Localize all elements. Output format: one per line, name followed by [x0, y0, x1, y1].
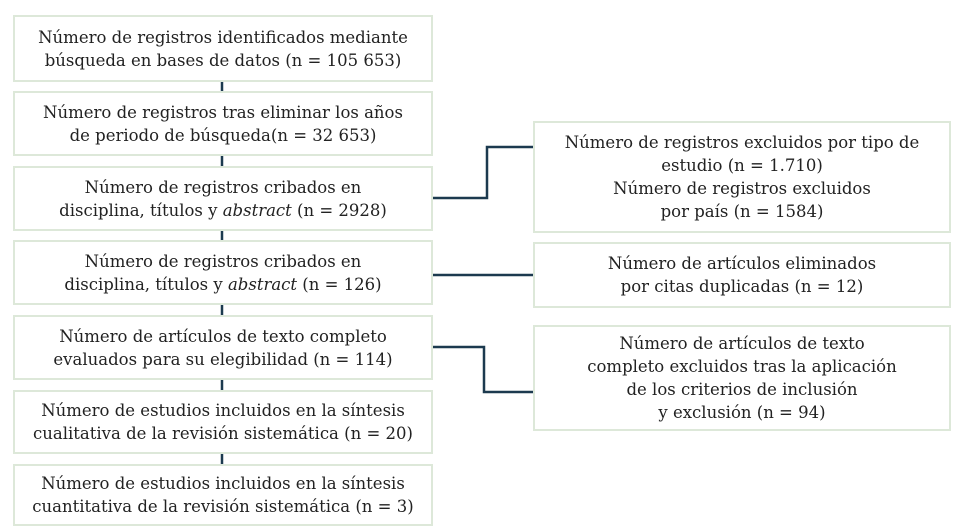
exclusion-box-text: por país (n = 1584) — [660, 202, 824, 221]
flow-box-text: disciplina, títulos y — [64, 274, 228, 294]
exclusion-box-text: estudio (n = 1.710) — [661, 156, 823, 175]
flow-box-text-row: disciplina, títulos y abstract (n = 126) — [64, 273, 381, 296]
flow-box-text: (n = 2928) — [291, 200, 387, 220]
flow-box-text: Número de estudios incluidos en la sínte… — [41, 401, 405, 420]
flow-box-text: cualitativa de la revisión sistemática (… — [33, 424, 413, 443]
exclusion-box-text: de los criterios de inclusión — [626, 380, 858, 399]
flow-box-text: cuantitativa de la revisión sistemática … — [32, 497, 414, 516]
flow-box-text: (n = 126) — [297, 274, 382, 294]
flow-box-text: búsqueda en bases de datos (n = 105 653) — [44, 50, 402, 70]
flow-box-screened-2928: Número de registros cribados en discipli… — [13, 166, 433, 231]
exclusion-box-duplicates: Número de artículos eliminados por citas… — [533, 242, 951, 308]
exclusion-box-text: completo excluidos tras la aplicación — [587, 357, 897, 376]
exclusion-box-text: Número de registros excluidos por tipo d… — [564, 133, 920, 152]
connector-exclusion-3 — [433, 345, 534, 394]
flow-box-text: disciplina, títulos y — [59, 200, 223, 220]
exclusion-box-text: Número de artículos eliminados — [607, 254, 877, 273]
exclusion-box-criteria: Número de artículos de texto completo ex… — [533, 325, 951, 431]
exclusion-box-study-type-country: Número de registros excluidos por tipo d… — [533, 121, 951, 233]
flow-box-text-row: disciplina, títulos y abstract (n = 2928… — [59, 199, 387, 222]
flow-box-text: Número de registros identificados median… — [38, 27, 408, 47]
flow-box-text: Número de estudios incluidos en la sínte… — [41, 474, 405, 493]
flow-box-text-italic: abstract — [222, 200, 292, 220]
exclusion-box-text: Número de artículos de texto — [619, 334, 865, 353]
exclusion-box-text: por citas duplicadas (n = 12) — [620, 277, 864, 296]
connector-exclusion-1 — [433, 145, 534, 200]
flow-box-text: de periodo de búsqueda(n = 32 653) — [69, 125, 377, 145]
flow-box-text: Número de registros cribados en — [84, 177, 362, 197]
flow-box-quantitative: Número de estudios incluidos en la sínte… — [13, 464, 433, 526]
flow-box-text: Número de registros tras eliminar los añ… — [43, 102, 403, 122]
flow-box-after-year-filter: Número de registros tras eliminar los añ… — [13, 91, 433, 156]
flow-box-identified: Número de registros identificados median… — [13, 15, 433, 82]
flow-box-screened-126: Número de registros cribados en discipli… — [13, 240, 433, 305]
flow-box-text: evaluados para su elegibilidad (n = 114) — [53, 349, 393, 369]
flow-box-qualitative: Número de estudios incluidos en la sínte… — [13, 390, 433, 454]
exclusion-box-text: y exclusión (n = 94) — [658, 403, 826, 422]
flow-box-text-italic: abstract — [227, 274, 298, 294]
flow-box-text: Número de registros cribados en — [84, 251, 362, 271]
flow-box-eligibility: Número de artículos de texto completo ev… — [13, 315, 433, 380]
flow-box-text: Número de artículos de texto completo — [59, 326, 387, 346]
exclusion-box-text: Número de registros excluidos — [613, 179, 871, 198]
